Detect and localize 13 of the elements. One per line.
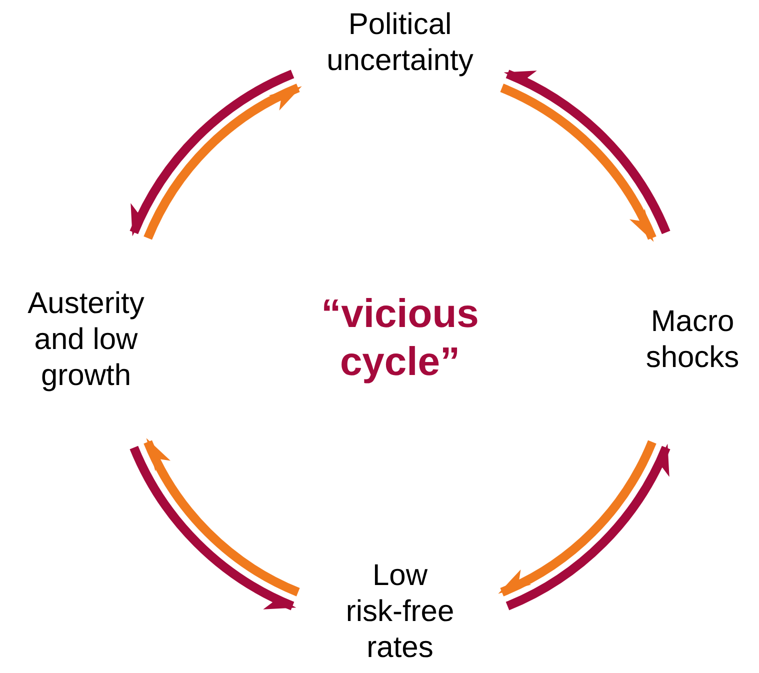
center-title: “vicious cycle” — [320, 291, 480, 386]
curved-arrow — [504, 70, 670, 234]
node-label: Low risk-free rates — [288, 553, 512, 671]
curved-arrow — [500, 84, 656, 242]
node-label: Political uncertainty — [288, 4, 512, 82]
curved-arrow — [144, 84, 302, 240]
curved-arrow — [130, 70, 294, 236]
curved-arrow — [130, 446, 296, 610]
curved-arrow — [498, 440, 656, 596]
curved-arrow — [144, 438, 300, 596]
node-label: Macro shocks — [626, 226, 759, 454]
curved-arrow — [506, 444, 670, 610]
node-label: Austerity and low growth — [2, 226, 170, 454]
